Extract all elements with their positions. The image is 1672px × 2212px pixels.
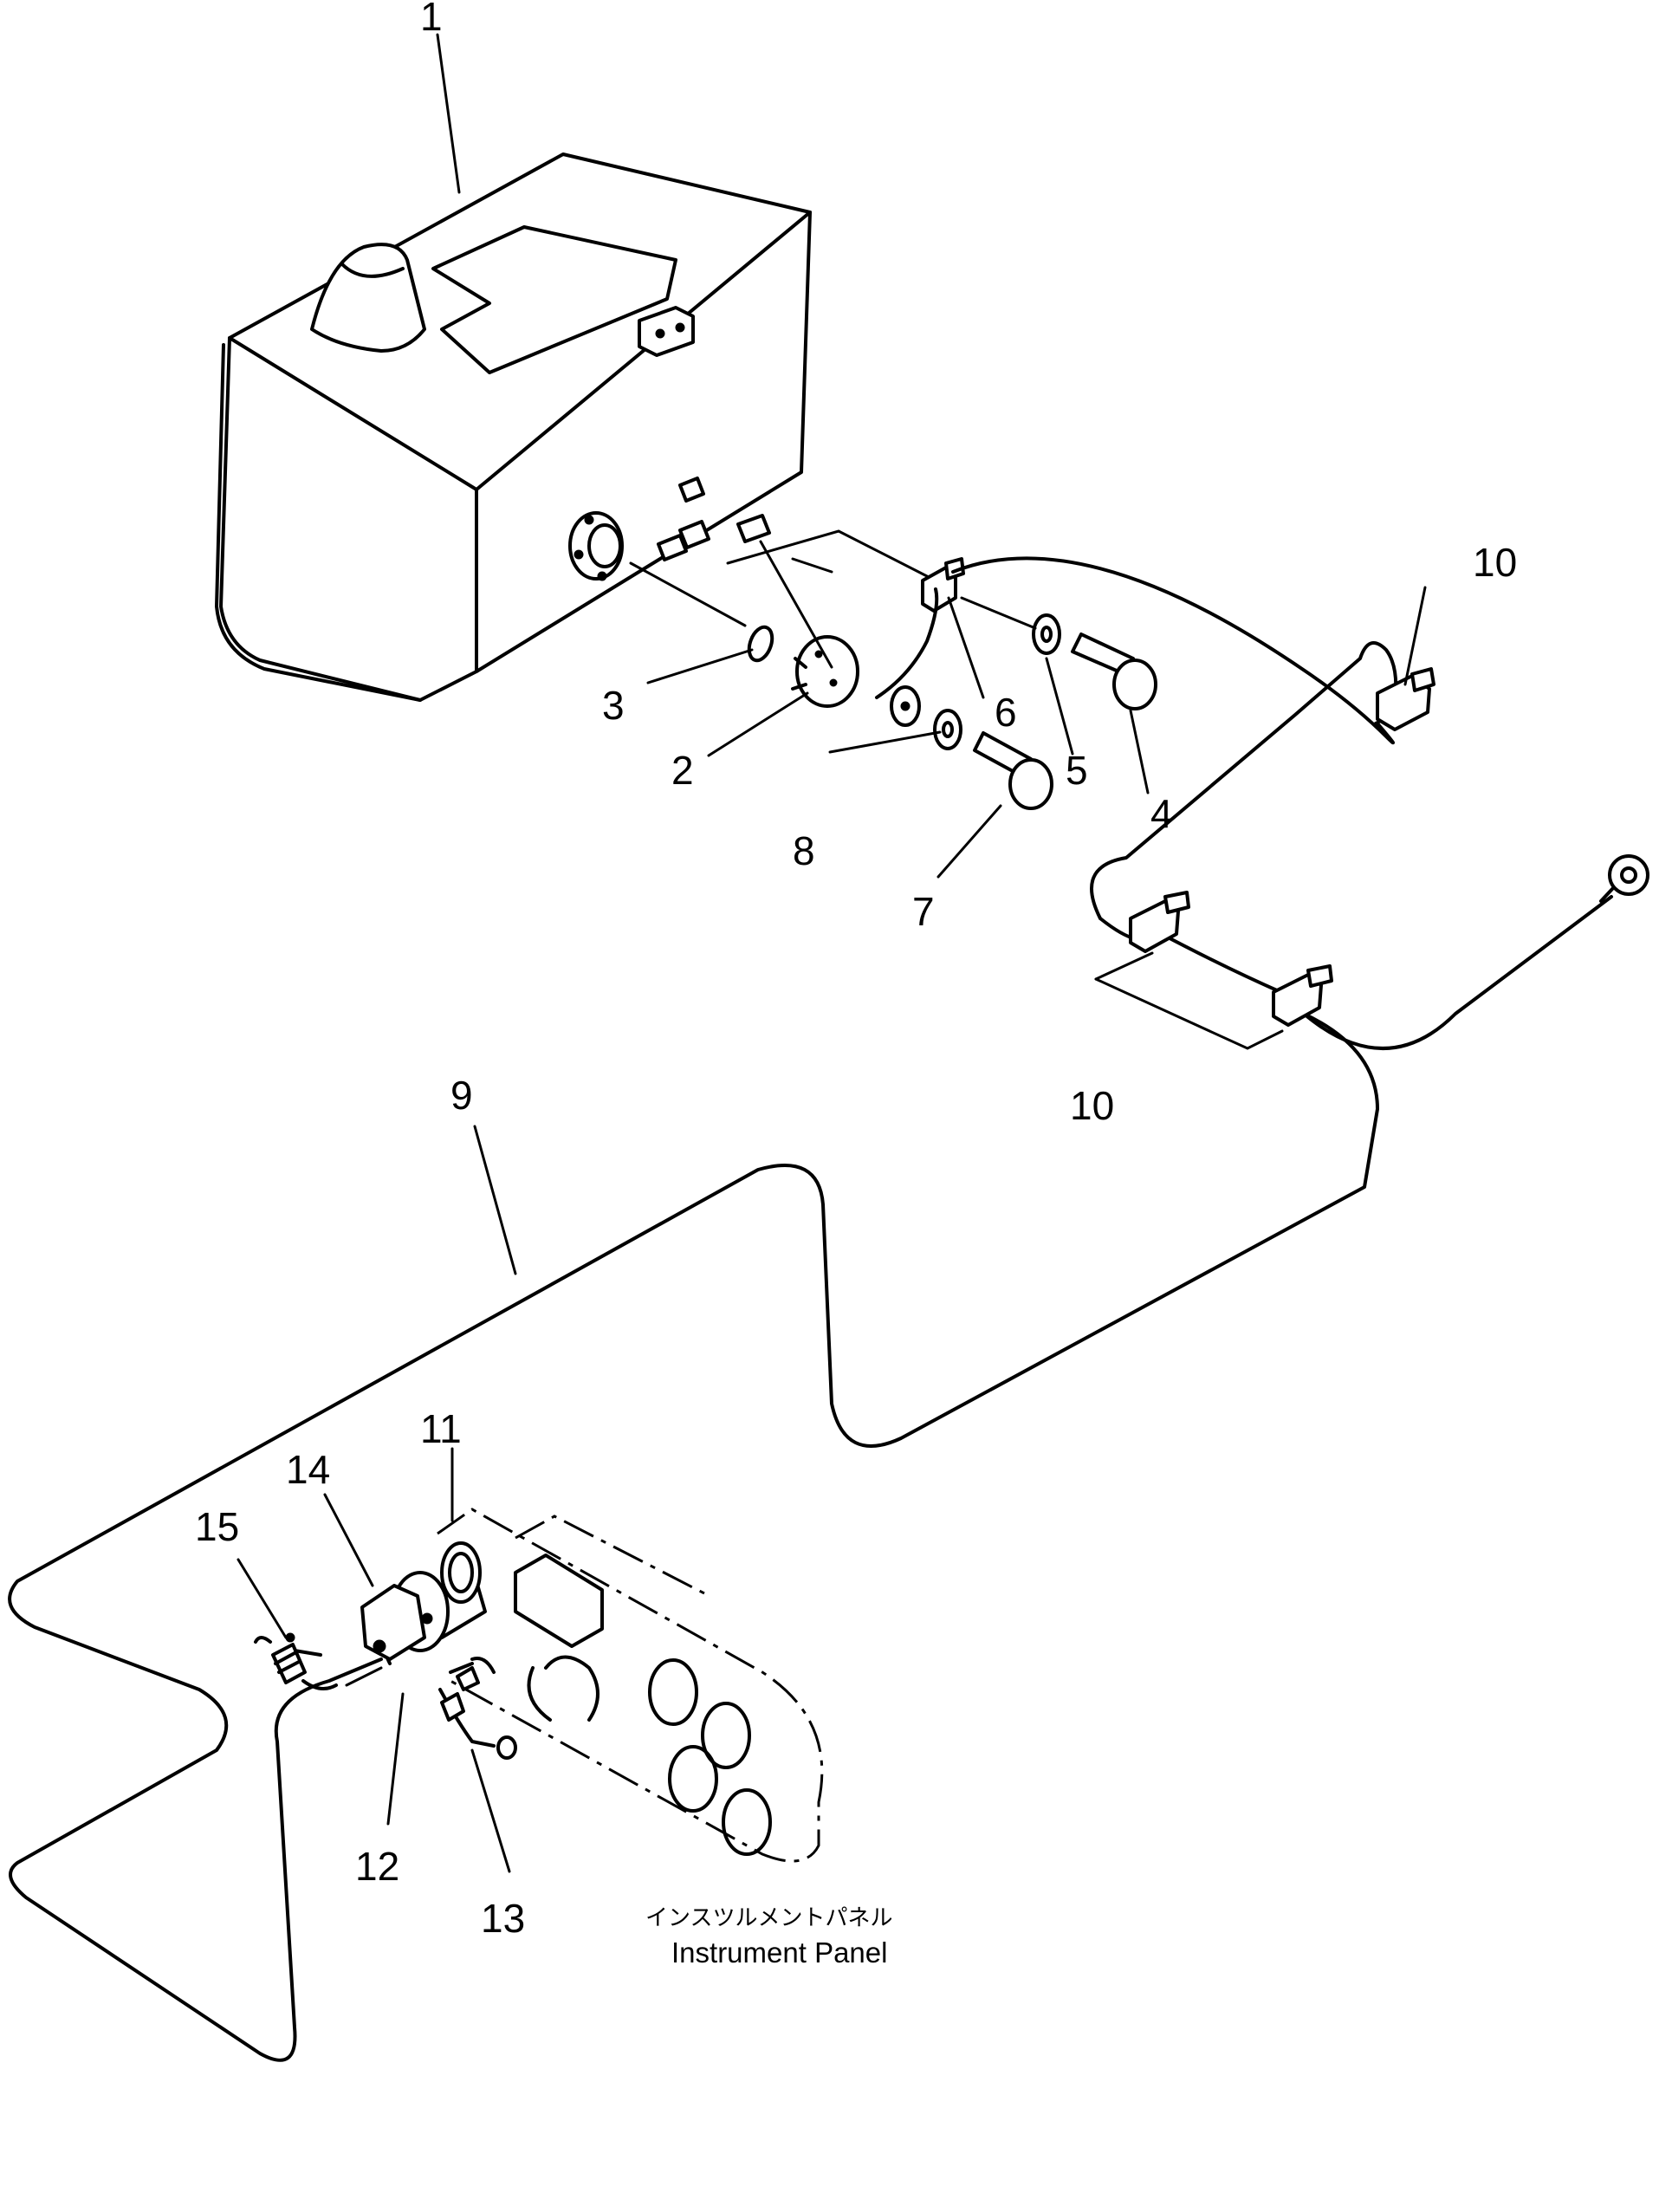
- o-ring: [747, 625, 774, 663]
- ground-lug: [890, 685, 921, 727]
- resistor: [254, 1632, 338, 1690]
- callout-5: 5: [1066, 748, 1088, 793]
- leader-lines: [237, 33, 1427, 1873]
- callout-2: 2: [671, 748, 694, 793]
- gauge-mount-flange: [568, 511, 624, 581]
- callout-10-lower: 10: [1070, 1083, 1114, 1128]
- bolt-7: [973, 731, 1053, 810]
- callout-15: 15: [195, 1504, 239, 1549]
- callout-7: 7: [912, 889, 935, 934]
- wire-harness: [8, 556, 1613, 2062]
- callout-11: 11: [420, 1406, 462, 1451]
- callout-4: 4: [1150, 791, 1173, 836]
- bolt-4: [1071, 632, 1157, 710]
- lamp-socket: [438, 1657, 517, 1760]
- callout-8: 8: [793, 828, 815, 873]
- callout-6: 6: [995, 690, 1017, 735]
- washer-5: [1032, 613, 1061, 655]
- clamp-10-mid: [1129, 891, 1190, 953]
- callout-9: 9: [450, 1073, 473, 1118]
- callouts: 1 2 3 4 5 6 7 8 9 10 10 11 12 13 14 15: [195, 0, 1517, 1941]
- clamp-10-lower: [1272, 964, 1333, 1027]
- clamp-10-upper: [1376, 667, 1435, 731]
- caption-japanese: インスツルメントパネル: [645, 1905, 892, 1931]
- callout-13: 13: [481, 1896, 525, 1941]
- callout-1: 1: [420, 0, 443, 39]
- callout-14: 14: [286, 1447, 330, 1492]
- washer-8: [933, 709, 962, 750]
- clamp-6: [921, 557, 965, 613]
- instrument-panel: [437, 1508, 824, 1863]
- callout-3: 3: [602, 683, 625, 728]
- caption-english: Instrument Panel: [671, 1936, 887, 1969]
- callout-12: 12: [355, 1844, 399, 1889]
- ring-terminal: [1599, 854, 1649, 903]
- callout-10-upper: 10: [1473, 540, 1517, 585]
- fuel-sender: [791, 635, 859, 708]
- fuel-tank: [215, 152, 812, 702]
- mounting-bracket: [360, 1584, 426, 1661]
